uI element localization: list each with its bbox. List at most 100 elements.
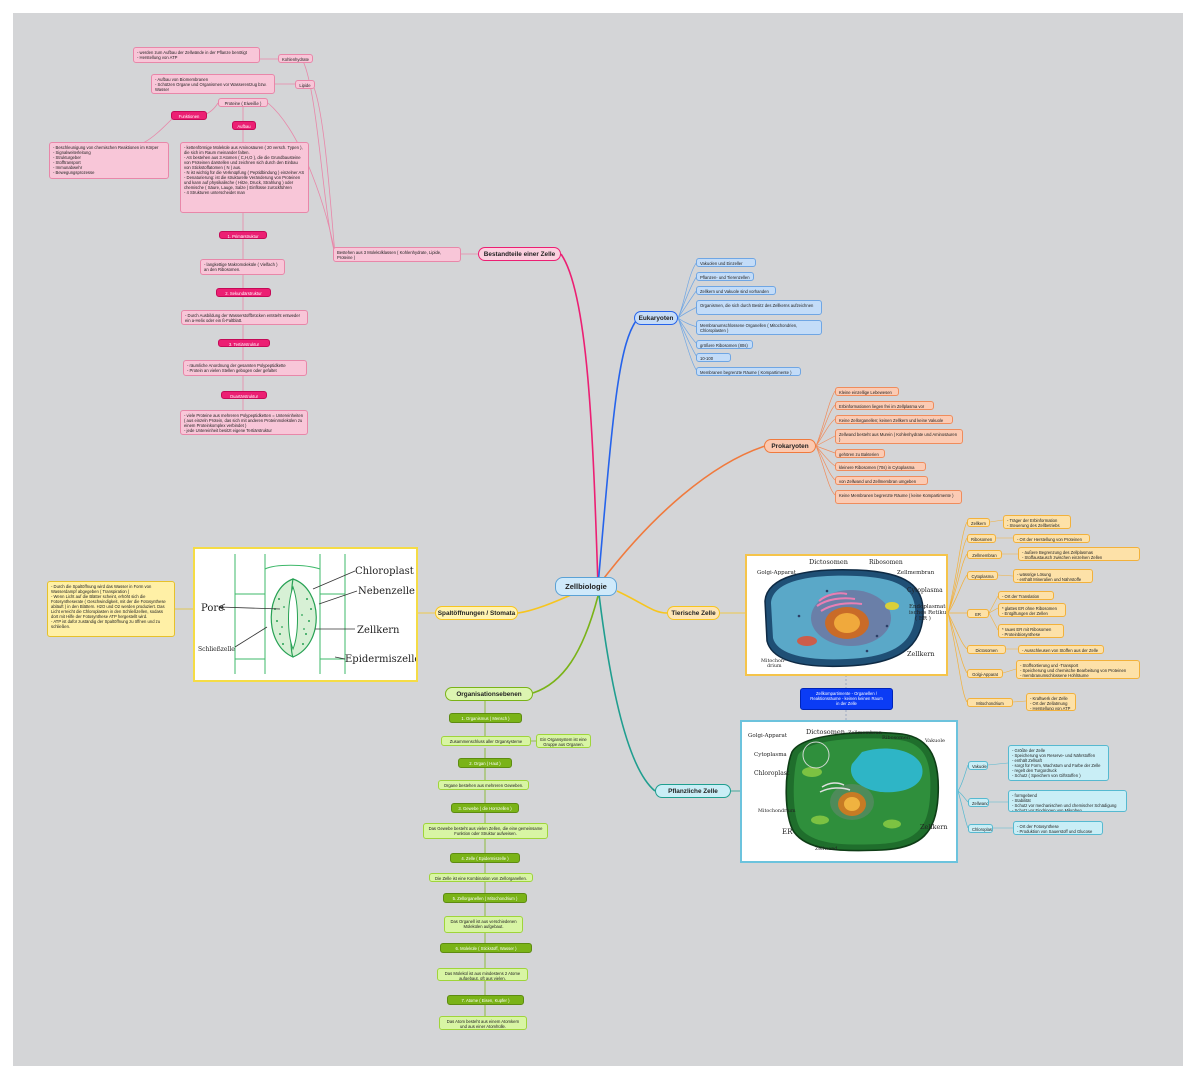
tier-row-text[interactable]: * glattes ER ohne Ribosomen - Entgiftung… bbox=[998, 603, 1066, 617]
tier-row-text[interactable]: - Träger der Erbinformation - Steuerung … bbox=[1003, 515, 1071, 529]
lipide-label[interactable]: Lipide bbox=[295, 80, 315, 89]
kompartimente-node[interactable]: Zellkompartimente - Organellen / Reaktio… bbox=[800, 688, 893, 710]
tier-row-label[interactable]: ER bbox=[967, 609, 989, 618]
eukaryoten-item[interactable]: größere Ribosomen (80s) bbox=[696, 340, 753, 349]
tier-row-text[interactable]: - wässrige Lösung - enthält Mineralien u… bbox=[1013, 569, 1093, 583]
sekundaerstruktur-label[interactable]: 2. Sekundärstruktur bbox=[216, 288, 271, 297]
level-label[interactable]: 7. Atome ( Eisen, Kupfer ) bbox=[447, 995, 524, 1005]
funktionen-label[interactable]: Funktionen bbox=[171, 111, 207, 120]
aufbau-text[interactable]: - kettenförmige Moleküle aus Aminosäuren… bbox=[180, 142, 309, 213]
prokaryoten-item[interactable]: Kleine einzellige Lebewesen bbox=[835, 387, 899, 396]
proteine-label[interactable]: Proteine ( Eiweiße ) bbox=[218, 98, 268, 107]
kohlenhydrate-text[interactable]: - werden zum Aufbau der Zellwände in der… bbox=[133, 47, 260, 63]
level-label[interactable]: 6. Moleküle ( Stickstoff, Wasser ) bbox=[440, 943, 532, 953]
eukaryoten-node[interactable]: Eukaryoten bbox=[634, 311, 678, 325]
bestandteile-node[interactable]: Bestandteile einer Zelle bbox=[478, 247, 561, 261]
sekundaerstruktur-text[interactable]: - Durch Ausbildung der Wasserstoffbrücke… bbox=[181, 310, 308, 325]
eukaryoten-item[interactable]: Organismen, die sich durch Besitz des Ze… bbox=[696, 300, 822, 315]
label-ribosomen: Ribosomen bbox=[882, 735, 911, 741]
level-text[interactable]: Das Molekül ist aus mindestens 2 Atome a… bbox=[437, 968, 528, 981]
tier-row-label[interactable]: Zellkern bbox=[967, 518, 990, 527]
label-vakuole: Vakuole bbox=[924, 738, 945, 744]
prokaryoten-item[interactable]: Zellwand besteht aus Murein ( Kohlenhydr… bbox=[835, 429, 963, 444]
plant-cell-image: Golgi-Apparat Dictosomen Zellmembran Rib… bbox=[740, 720, 958, 863]
label-cytoplasma: Cytoplasma bbox=[754, 752, 787, 758]
level-label[interactable]: 3. Gewebe ( die Hornzellen ) bbox=[451, 803, 519, 813]
pflanze-row-text[interactable]: - Ort der Fotosynthese - Produktion von … bbox=[1013, 821, 1103, 835]
organisationsebenen-node[interactable]: Organisationsebenen bbox=[445, 687, 533, 701]
level-label[interactable]: 2. Organ ( Haut ) bbox=[458, 758, 512, 768]
level-label[interactable]: 4. Zelle ( Epidermiszelle ) bbox=[450, 853, 520, 863]
pflanze-row-label[interactable]: Vakuole bbox=[968, 761, 988, 770]
label-zellkern: Zellkern bbox=[920, 823, 948, 831]
aufbau-label[interactable]: Aufbau bbox=[232, 121, 256, 130]
tierische-zelle-node[interactable]: Tierische Zelle bbox=[667, 606, 720, 620]
bestandteile-summary[interactable]: Bestehen aus 3 Molekülklassen ( Kohlenhy… bbox=[333, 247, 461, 262]
tier-row-text[interactable]: - Kraftwerk der Zelle - Ort der Zellatmu… bbox=[1026, 693, 1076, 711]
label-dictosomen: Dictosomen bbox=[806, 728, 845, 736]
tier-row-text[interactable]: - Stoffsortierung und -Transport - Speic… bbox=[1016, 660, 1140, 679]
tier-row-label[interactable]: Dictosomen bbox=[967, 645, 1006, 654]
label-er: ER bbox=[782, 828, 793, 836]
lipide-text[interactable]: - Aufbau von Biomembranen - Schützen Org… bbox=[151, 74, 275, 94]
tier-row-text[interactable]: - Ort der Translation bbox=[998, 591, 1054, 600]
label-mitochondrium: Mitochondrium bbox=[758, 808, 796, 814]
tier-row-label[interactable]: Cytoplasma bbox=[967, 571, 998, 580]
tier-row-label[interactable]: Zellmembran bbox=[967, 550, 1002, 559]
center-node[interactable]: Zellbiologie bbox=[555, 577, 617, 596]
prokaryoten-node[interactable]: Prokaryoten bbox=[764, 439, 816, 453]
level-side-text[interactable]: Ein Organsystem ist eine Gruppe aus Orga… bbox=[536, 734, 591, 748]
level-label[interactable]: 5. Zellorganellen ( Mitochondrium ) bbox=[443, 893, 527, 903]
stomata-illustration: Chloroplast Nebenzelle Pore Zellkern Sch… bbox=[198, 554, 416, 674]
prokaryoten-item[interactable]: Erbinformationen liegen frei im Zellplas… bbox=[835, 401, 934, 410]
plant-cell-illustration: Golgi-Apparat Dictosomen Zellmembran Rib… bbox=[748, 728, 948, 852]
tier-row-text[interactable]: * raues ER mit Ribosomen - Proteinbiosyn… bbox=[998, 624, 1064, 638]
pflanze-row-text[interactable]: - formgebend - Stabilität - Schutz vor m… bbox=[1008, 790, 1127, 812]
mindmap-canvas: Zellbiologie Bestandteile einer Zelle Be… bbox=[13, 13, 1183, 1066]
label-zellmembran: Zellmembran bbox=[848, 730, 883, 736]
pflanze-row-label[interactable]: Chloroplast bbox=[968, 824, 993, 833]
prokaryoten-item[interactable]: von Zellwand und Zellmembran umgeben bbox=[835, 476, 928, 485]
prokaryoten-item[interactable]: Keine Zellorganellen; keinen Zellkern un… bbox=[835, 415, 953, 424]
eukaryoten-item[interactable]: Pflanzen- und Tierenzellen bbox=[696, 272, 754, 281]
eukaryoten-item[interactable]: Vakuolen und Einzeller bbox=[696, 258, 756, 267]
label-zellkern: Zellkern bbox=[907, 650, 935, 658]
label-cytoplasma: Cytoplasma bbox=[907, 587, 943, 594]
quartaerstruktur-label[interactable]: Quartärstruktur bbox=[221, 391, 267, 399]
level-label[interactable]: 1. Organismus ( Mensch ) bbox=[449, 713, 522, 723]
level-text[interactable]: Das Atom besteht aus einem Atomkern und … bbox=[439, 1016, 527, 1030]
animal-cell-image: Golgi-Apparat Dictosomen Ribosomen Zellm… bbox=[745, 554, 948, 676]
primaerstruktur-text[interactable]: - langkettige Makromoleküle ( Vielfach )… bbox=[200, 259, 285, 275]
tier-row-label[interactable]: Mitochondrium bbox=[967, 698, 1013, 707]
pflanzliche-zelle-node[interactable]: Pflanzliche Zelle bbox=[655, 784, 731, 798]
tertiaerstruktur-label[interactable]: 3. Tertiärstruktur bbox=[218, 339, 270, 347]
tier-row-text[interactable]: - Ausschleusen von Stoffen aus der Zelle bbox=[1018, 645, 1104, 654]
quartaerstruktur-text[interactable]: - viele Proteine aus mehreren Polypeptid… bbox=[180, 410, 308, 435]
eukaryoten-item[interactable]: Zellkern und Vakuole sind vorhanden bbox=[696, 286, 776, 295]
tier-row-label[interactable]: Golgi-Apparat bbox=[967, 669, 1003, 678]
eukaryoten-item[interactable]: 10-100 mikrom bbox=[696, 353, 731, 362]
tier-row-text[interactable]: - Ort der Herstellung von Proteinen bbox=[1013, 534, 1090, 543]
funktionen-text[interactable]: - Beschleunigung von chemischen Reaktion… bbox=[49, 142, 169, 179]
kohlenhydrate-label[interactable]: Kohlenhydrate bbox=[278, 54, 313, 63]
primaerstruktur-label[interactable]: 1. Primärstruktur bbox=[219, 231, 267, 239]
prokaryoten-item[interactable]: gehören zu Bakterien bbox=[835, 449, 885, 458]
eukaryoten-item[interactable]: Membranen begrenzte Räume ( Kompartiment… bbox=[696, 367, 801, 376]
eukaryoten-item[interactable]: Membranumschlossene Organellen ( Mitocho… bbox=[696, 320, 822, 335]
label-ribosomen: Ribosomen bbox=[869, 559, 903, 566]
stomata-node[interactable]: Spaltöffnungen / Stomata bbox=[435, 606, 518, 620]
prokaryoten-item[interactable]: Keine Membranen begrenzte Räume ( keine … bbox=[835, 490, 962, 504]
level-text[interactable]: Organe bestehen aus mehreren Geweben. bbox=[438, 780, 529, 790]
tier-row-text[interactable]: - äußere Begrenzung des Zellplasmas - St… bbox=[1018, 547, 1140, 561]
level-text[interactable]: Das Gewebe besteht aus vielen Zellen, di… bbox=[423, 823, 548, 839]
pflanze-row-label[interactable]: Zellwand bbox=[968, 798, 989, 807]
level-text[interactable]: Die Zelle ist eine Kombination von Zello… bbox=[429, 873, 533, 882]
tertiaerstruktur-text[interactable]: - räumliche Anordnung der gesamten Polyp… bbox=[183, 360, 307, 376]
pflanze-row-text[interactable]: - Größte der Zelle - Speicherung von Res… bbox=[1008, 745, 1109, 781]
level-text[interactable]: Das Organell ist aus verschiedenen Molek… bbox=[444, 916, 523, 933]
prokaryoten-item[interactable]: kleinere Ribosomen (70s) in Cytoplasma bbox=[835, 462, 926, 471]
level-text[interactable]: Zusammenschluss aller Organsysteme bbox=[441, 736, 531, 746]
tier-row-label[interactable]: Ribosomen bbox=[967, 534, 996, 543]
label-chloroplast: Chloroplast bbox=[355, 566, 414, 577]
stomata-text[interactable]: - Durch die Spaltöffnung wird das Wasser… bbox=[47, 581, 175, 637]
